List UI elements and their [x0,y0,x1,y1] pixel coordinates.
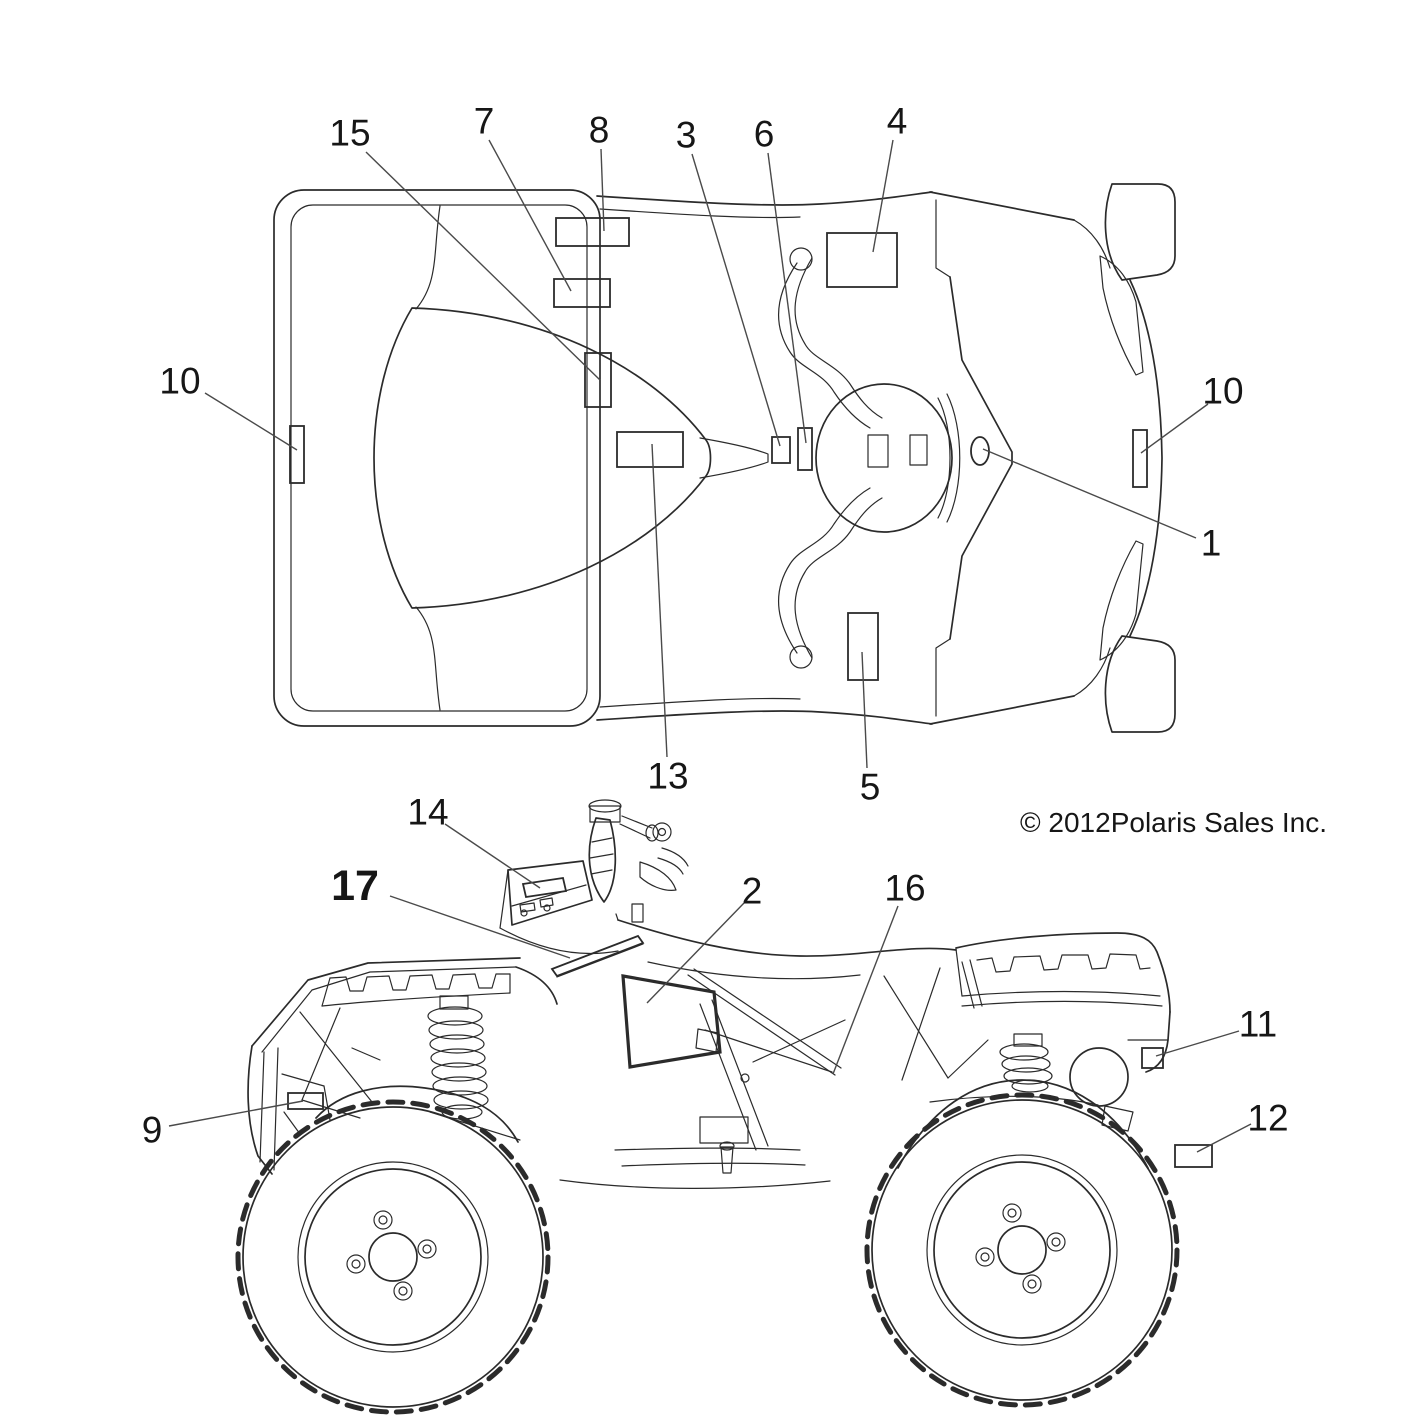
decal-17 [550,934,645,978]
callout-4-leader-line [872,139,894,253]
decal-15 [584,352,612,408]
decal-7 [553,278,611,308]
callout-9-label: 9 [142,1110,163,1151]
callout-12-label: 12 [1247,1098,1288,1139]
callout-8-label: 8 [589,110,610,151]
callout-15-label: 15 [329,113,370,154]
decal-13 [616,431,684,468]
callout-8-leader-line [600,148,605,232]
decal-6 [797,427,813,471]
callout-7-label: 7 [474,101,495,142]
seat-and-tank [556,913,957,1053]
callout-7-leader-line [488,139,572,292]
front-rack [247,957,558,1175]
callout-3-label: 3 [676,115,697,156]
decal-10-right [1132,429,1148,488]
copyright-text: © 2012Polaris Sales Inc. [1020,807,1327,838]
callout-11-leader-line [1155,1030,1240,1057]
callout-1-label: 1 [1201,523,1222,564]
callout-6-leader-line [767,152,807,444]
callout-9-leader-line [168,1100,304,1127]
rear-rack-inner-outline [290,204,588,712]
side-view-illustration [235,799,1180,1415]
decal-3 [771,436,791,464]
callout-14-leader-line [444,823,541,889]
callout-16-leader-line [832,905,899,1075]
callout-5-leader-line [861,651,868,769]
handlebar-pod-outline [815,383,953,533]
callout-17-leader-line [389,895,571,959]
callout-10-right-label: 10 [1202,371,1243,412]
handlebar-pod [499,799,689,955]
decal-4 [826,232,898,288]
callout-5-label: 5 [860,767,881,808]
seat-outline [373,307,712,609]
front-wheel [235,1099,551,1415]
front-shock-spring [301,995,521,1141]
muffler-tip [1069,1047,1129,1107]
rear-wheel [864,1092,1180,1408]
rear-rack-outline [273,189,601,727]
rear-rack [955,932,1171,1013]
callout-12-leader-line [1196,1123,1252,1153]
decal-markers-layer [287,217,1213,1168]
callout-13-leader-line [651,443,668,758]
callout-10-left-leader-line [204,392,298,451]
decal-10-left [289,425,305,484]
decal-8 [555,217,630,247]
top-view-illustration [273,183,1176,733]
callout-14-label: 14 [407,792,448,833]
decal-14 [521,876,568,899]
callout-13-label: 13 [647,756,688,797]
callout-16-label: 16 [884,868,925,909]
callout-10-left-label: 10 [159,361,200,402]
callout-1-leader-line [982,448,1197,539]
callout-4-label: 4 [887,101,908,142]
callout-10-right-leader-line [1140,403,1209,454]
callout-3-leader-line [691,153,781,447]
decal-12 [1174,1144,1213,1168]
rear-fender-and-tail [883,967,1171,1169]
decal-9 [287,1092,324,1110]
callout-2-leader-line [646,902,745,1004]
callout-11-label: 11 [1239,1004,1277,1045]
callout-layer: 15 7 8 3 6 4 10 10 1 13 5 14 17 2 16 11 9 12 [142,101,1289,1153]
callout-15-leader-line [365,151,601,381]
decal-2 [621,974,722,1069]
callout-17-label: 17 [331,862,379,910]
callout-2-label: 2 [742,871,763,912]
callout-6-label: 6 [754,114,775,155]
decal-11 [1141,1047,1164,1069]
frame-and-footwell [559,968,846,1189]
front-fender [281,1073,519,1143]
